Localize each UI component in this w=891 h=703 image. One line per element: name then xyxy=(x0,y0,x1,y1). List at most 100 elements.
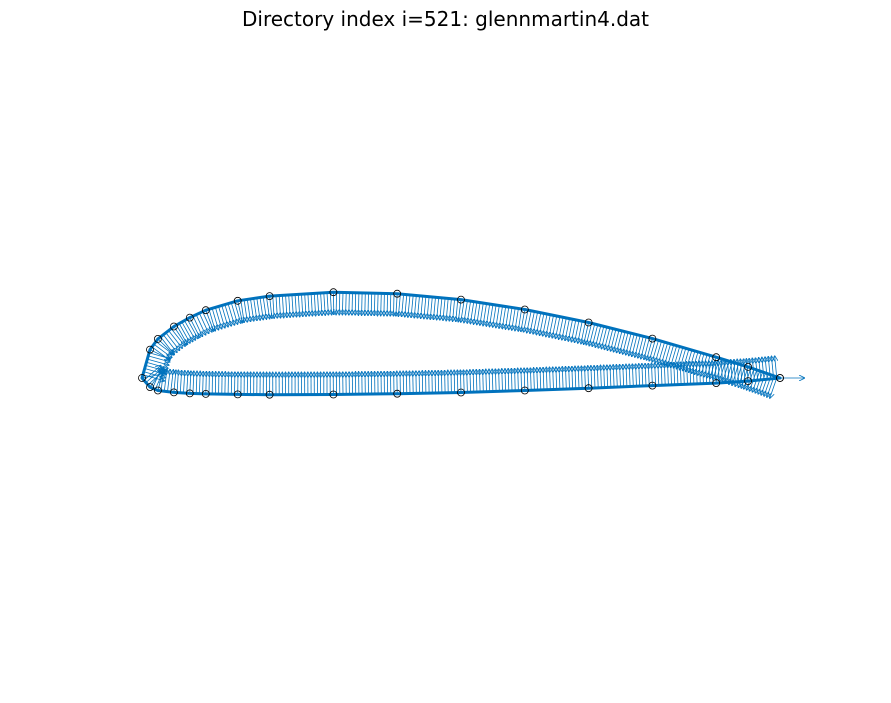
data-point-marker xyxy=(744,377,752,386)
normal-arrow xyxy=(411,295,413,317)
normal-arrow xyxy=(490,304,494,327)
normal-arrow xyxy=(592,324,599,346)
normal-arrow xyxy=(706,362,707,384)
data-point-marker xyxy=(169,322,178,331)
normal-arrow xyxy=(617,330,623,352)
data-point-marker xyxy=(393,389,402,398)
normal-arrow xyxy=(620,331,626,353)
normal-arrow xyxy=(362,292,363,315)
normal-arrow xyxy=(441,371,442,393)
normal-arrow xyxy=(645,364,646,386)
data-point-marker xyxy=(457,388,465,397)
normal-arrow xyxy=(602,327,608,348)
normal-arrow xyxy=(434,297,436,319)
normal-arrow xyxy=(456,299,458,321)
data-point-marker xyxy=(185,313,194,322)
normal-arrow xyxy=(440,297,442,320)
normal-arrow xyxy=(775,356,777,379)
normal-arrow xyxy=(406,372,407,394)
normal-arrow xyxy=(506,306,509,329)
normal-arrow xyxy=(346,292,347,315)
normal-arrow xyxy=(467,301,471,323)
normal-arrow xyxy=(464,300,468,323)
normal-arrow xyxy=(308,293,309,316)
normal-arrow xyxy=(696,362,697,384)
normal-arrow xyxy=(486,370,487,392)
normal-arrow xyxy=(597,366,598,388)
normal-arrow xyxy=(608,328,614,350)
data-point-marker xyxy=(138,374,146,382)
normal-arrow xyxy=(199,372,200,394)
normal-arrow xyxy=(311,293,312,316)
normal-arrow xyxy=(518,308,522,331)
normal-arrow xyxy=(607,366,608,388)
normal-arrow xyxy=(476,370,477,393)
normal-arrow xyxy=(683,362,684,385)
normal-arrow xyxy=(543,368,544,390)
normal-arrow xyxy=(227,303,234,325)
normal-arrow xyxy=(215,307,221,328)
normal-arrow xyxy=(230,302,237,324)
data-point-marker xyxy=(329,390,338,399)
normal-arrow xyxy=(378,293,379,315)
normal-arrow xyxy=(765,357,767,380)
normal-arrow xyxy=(247,299,250,321)
normal-arrow xyxy=(591,366,592,389)
data-point-marker xyxy=(776,374,784,382)
normal-arrow xyxy=(502,306,507,329)
normal-arrow xyxy=(515,308,519,331)
normal-arrow xyxy=(177,371,178,393)
normal-arrow xyxy=(161,369,164,391)
normal-arrow xyxy=(585,366,586,389)
data-point-marker xyxy=(233,296,242,305)
normal-arrow xyxy=(709,361,710,384)
normal-arrow xyxy=(289,294,290,317)
normal-arrow xyxy=(295,294,296,317)
normal-arrow xyxy=(358,292,359,315)
normal-arrow xyxy=(371,293,372,315)
normal-arrow xyxy=(527,368,528,391)
normal-arrow xyxy=(336,292,337,314)
normal-arrow xyxy=(387,293,388,316)
normal-arrow xyxy=(508,369,509,392)
normal-arrow xyxy=(305,293,306,316)
normal-arrow xyxy=(483,303,487,326)
normal-arrow xyxy=(196,372,197,394)
normal-arrow xyxy=(254,298,257,321)
normal-arrow xyxy=(658,341,665,363)
normal-arrow xyxy=(147,358,168,365)
normal-arrow xyxy=(572,367,573,389)
normal-arrow xyxy=(755,371,763,393)
normal-arrow xyxy=(282,295,283,317)
normal-arrow xyxy=(569,367,570,389)
normal-arrow xyxy=(661,342,668,364)
normal-arrow xyxy=(384,293,385,315)
normal-arrow xyxy=(251,298,254,321)
normal-arrow xyxy=(512,307,516,330)
normal-arrow xyxy=(193,372,194,394)
data-point-marker xyxy=(265,390,274,399)
normal-arrow xyxy=(195,314,205,335)
data-point-marker xyxy=(457,295,465,304)
normal-arrow xyxy=(658,363,659,386)
data-point-marker xyxy=(146,383,154,392)
normal-arrow xyxy=(164,369,167,392)
normal-arrow xyxy=(509,307,512,330)
normal-arrow xyxy=(611,329,617,350)
normal-arrow xyxy=(203,372,204,394)
normal-arrow xyxy=(674,363,675,385)
normal-arrow xyxy=(759,358,761,380)
normal-arrow xyxy=(437,297,439,320)
normal-arrow xyxy=(718,361,719,383)
normal-arrow xyxy=(629,365,630,387)
normal-arrow xyxy=(562,367,563,390)
normal-arrow xyxy=(687,362,688,385)
normal-arrow xyxy=(668,344,675,366)
normal-arrow xyxy=(324,292,325,315)
normal-arrow xyxy=(495,369,496,392)
normal-arrow xyxy=(492,370,493,392)
data-point-marker xyxy=(712,353,721,362)
normal-arrow xyxy=(474,302,477,324)
normal-arrow xyxy=(693,362,694,385)
